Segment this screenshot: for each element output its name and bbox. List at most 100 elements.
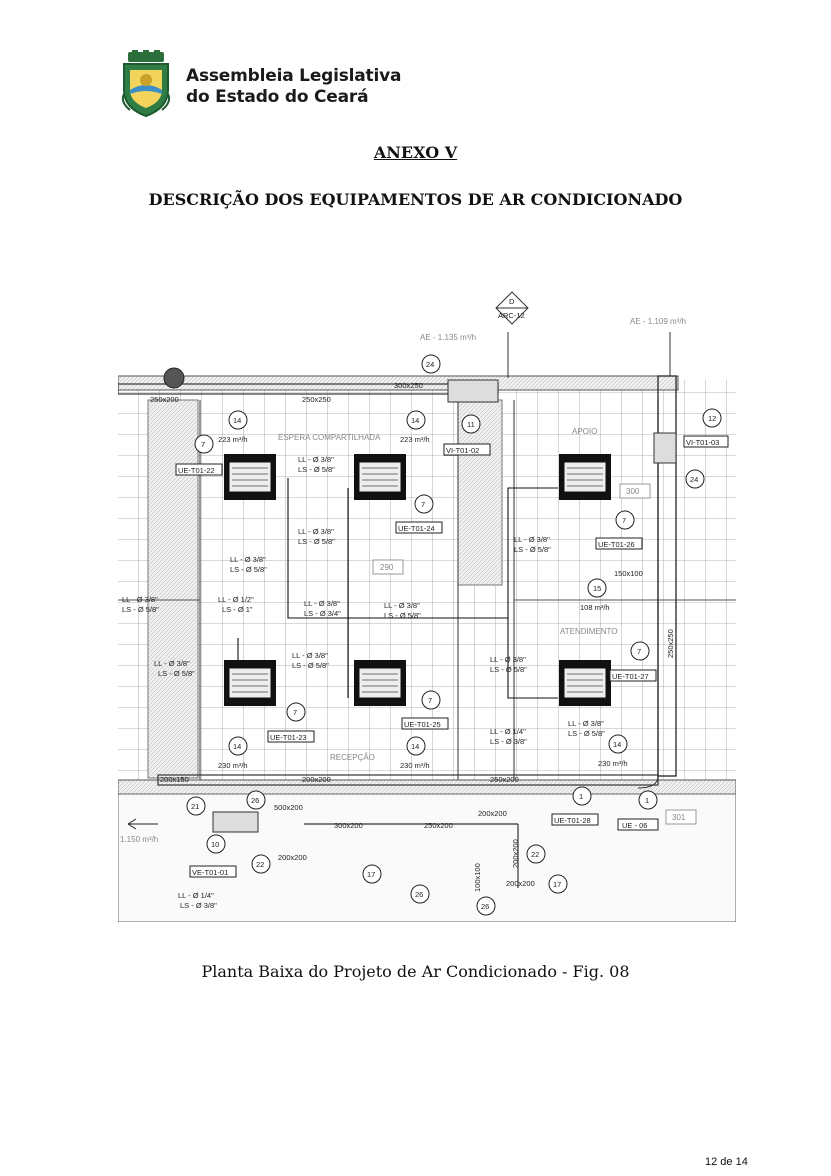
label-ae-right: AE - 1.109 m³/h <box>630 317 686 326</box>
marker-number: 22 <box>256 860 264 869</box>
duct-size: 200x200 <box>506 879 535 888</box>
duct-size: 250x250 <box>302 395 331 404</box>
marker-number: 7 <box>293 708 297 717</box>
document-title: DESCRIÇÃO DOS EQUIPAMENTOS DE AR CONDICI… <box>148 190 683 209</box>
unit-tag: UE-T01-28 <box>554 816 591 825</box>
org-line-1: Assembleia Legislativa <box>186 66 402 86</box>
org-line-2: do Estado do Ceará <box>186 87 369 107</box>
page-number: 12 de 14 <box>705 1156 748 1168</box>
unit-tag: VE-T01-01 <box>192 868 228 877</box>
duct-size: 250x200 <box>490 775 519 784</box>
flow-rate: 223 m³/h <box>218 435 248 444</box>
marker-number: 7 <box>428 696 432 705</box>
organization-name: Assembleia Legislativa do Estado do Cear… <box>186 66 401 108</box>
room-number-301: 301 <box>672 813 686 822</box>
assembly-crest-logo <box>121 50 171 118</box>
pipe-label: LS - Ø 5/8" <box>298 537 335 546</box>
pipe-label: LL - Ø 1/2" <box>218 595 254 604</box>
marker-number: 1 <box>579 792 583 801</box>
room-number-300: 300 <box>626 487 640 496</box>
marker-number: 7 <box>622 516 626 525</box>
pipe-labels: LL - Ø 3/8" LS - Ø 5/8" LL - Ø 3/8" LS -… <box>122 455 605 910</box>
pipe-label: LL - Ø 3/8" <box>230 555 266 564</box>
pipe-label: LL - Ø 3/8" <box>384 601 420 610</box>
marker-number: 7 <box>421 500 425 509</box>
pipe-label: LS - Ø 5/8" <box>384 611 421 620</box>
duct-size: 500x200 <box>274 803 303 812</box>
label-arc-12: ARC-12 <box>498 311 525 320</box>
marker-number: 1 <box>645 796 649 805</box>
flow-rate: 108 m³/h <box>580 603 610 612</box>
pipe-label: LL - Ø 3/8" <box>304 599 340 608</box>
duct-size: 200x150 <box>160 775 189 784</box>
pipe-label: LS - Ø 5/8" <box>122 605 159 614</box>
marker-number: 7 <box>201 440 205 449</box>
flow-rate: 230 m³/h <box>598 759 628 768</box>
unit-tag: UE-T01-25 <box>404 720 441 729</box>
duct-size: 100x100 <box>473 863 482 892</box>
reference-markers <box>186 354 722 916</box>
pipe-label: LS - Ø 1" <box>222 605 253 614</box>
marker-number: 15 <box>593 584 601 593</box>
marker-number: 17 <box>367 870 375 879</box>
pipe-label: LL - Ø 1/4" <box>178 891 214 900</box>
marker-number: 26 <box>481 902 489 911</box>
pipe-label: LS - Ø 5/8" <box>514 545 551 554</box>
unit-tag: UE-T01-26 <box>598 540 635 549</box>
duct-size: 300x200 <box>334 821 363 830</box>
pipe-label: LS - Ø 3/8" <box>180 901 217 910</box>
floor-plan-drawing: 290 300 301 D ARC-12 AE - 1.135 m³/h AE … <box>118 291 736 922</box>
marker-number: 14 <box>613 740 621 749</box>
marker-number: 21 <box>191 802 199 811</box>
unit-tag: VI-T01-02 <box>446 446 479 455</box>
unit-tags: UE-T01-22 UE-T01-24 UE-T01-26 UE-T01-27 … <box>175 435 729 878</box>
flow-rate: 1.150 m³/h <box>120 835 158 844</box>
pipe-label: LS - Ø 3/8" <box>490 737 527 746</box>
annex-title: ANEXO V <box>373 143 458 162</box>
marker-number: 12 <box>708 414 716 423</box>
flow-rate: 230 m³/h <box>218 761 248 770</box>
room-apoio: APOIO <box>572 427 597 436</box>
marker-number: 14 <box>411 416 419 425</box>
marker-number: 7 <box>637 647 641 656</box>
pipe-label: LL - Ø 1/4" <box>490 727 526 736</box>
figure-caption: Planta Baixa do Projeto de Ar Condiciona… <box>201 962 630 981</box>
marker-number: 24 <box>426 360 434 369</box>
duct-size: 200x200 <box>478 809 507 818</box>
pipe-label: LS - Ø 3/4" <box>304 609 341 618</box>
duct-size: 250x250 <box>666 629 675 658</box>
marker-number: 14 <box>411 742 419 751</box>
marker-number: 11 <box>467 420 475 429</box>
pipe-label: LL - Ø 3/8" <box>292 651 328 660</box>
pipe-label: LL - Ø 3/8" <box>568 719 604 728</box>
duct-size: 200x200 <box>302 775 331 784</box>
unit-tag: UE-T01-22 <box>178 466 215 475</box>
pipe-label: LS - Ø 5/8" <box>568 729 605 738</box>
pipe-label: LS - Ø 5/8" <box>230 565 267 574</box>
marker-numbers: 24 14 14 11 12 7 24 7 7 15 7 7 7 14 14 1… <box>191 360 716 911</box>
marker-number: 14 <box>233 416 241 425</box>
room-espera-compartilhada: ESPERA COMPARTILHADA <box>278 433 381 442</box>
flow-rate: 223 m³/h <box>400 435 430 444</box>
duct-size: 300x250 <box>394 381 423 390</box>
marker-number: 14 <box>233 742 241 751</box>
duct-size: 200x200 <box>511 839 520 868</box>
room-number-290: 290 <box>380 563 394 572</box>
label-d: D <box>509 297 515 306</box>
pipe-label: LS - Ø 5/8" <box>298 465 335 474</box>
pipe-label: LS - Ø 5/8" <box>490 665 527 674</box>
room-atendimento: ATENDIMENTO <box>560 627 617 636</box>
pipe-label: LL - Ø 3/8" <box>514 535 550 544</box>
marker-number: 26 <box>415 890 423 899</box>
duct-size: 200x200 <box>278 853 307 862</box>
unit-tag: UE-T01-24 <box>398 524 435 533</box>
unit-tag: UE-T01-27 <box>612 672 649 681</box>
pipe-label: LL - Ø 3/8" <box>490 655 526 664</box>
pipe-label: LL - Ø 3/8" <box>154 659 190 668</box>
duct-size: 150x100 <box>614 569 643 578</box>
marker-number: 26 <box>251 796 259 805</box>
room-recepcao: RECEPÇÃO <box>330 753 375 762</box>
pipe-label: LS - Ø 5/8" <box>158 669 195 678</box>
marker-number: 24 <box>690 475 698 484</box>
marker-number: 22 <box>531 850 539 859</box>
